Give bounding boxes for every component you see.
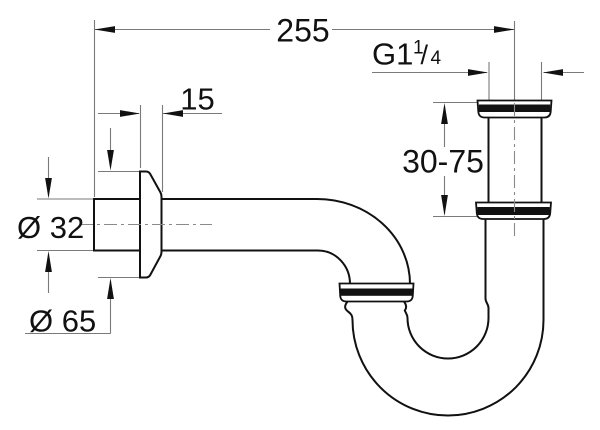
- arrow-15-left: [120, 110, 140, 117]
- label-flange-diameter: Ø 65: [29, 304, 96, 339]
- arrow-65-up: [107, 278, 114, 299]
- compression-nut-lower: [475, 201, 552, 220]
- label-overall-length: 255: [276, 13, 329, 49]
- center-lines: [80, 103, 516, 240]
- horizontal-pipe-top-wall: [161, 198, 411, 285]
- dimension-labels: 255 G1 1 / 4 15 30-75 Ø 32 Ø 65: [17, 13, 484, 339]
- arrow-32-up: [45, 251, 52, 272]
- label-thread-sub: 4: [431, 48, 442, 69]
- label-thread-slash: /: [421, 40, 429, 70]
- inlet-pipe: [93, 198, 140, 252]
- compression-nut-middle: [338, 282, 415, 303]
- label-height-range: 30-75: [402, 144, 484, 180]
- arrow-3075-up: [441, 103, 448, 124]
- arrow-thread-right: [543, 69, 563, 76]
- telescope-pipe: [487, 118, 543, 202]
- dimension-arrowheads: [45, 26, 563, 299]
- label-flange-depth: 15: [180, 82, 214, 117]
- part-outline: [93, 99, 553, 417]
- label-thread-sup: 1: [413, 38, 424, 59]
- label-pipe-diameter: Ø 32: [17, 210, 84, 245]
- label-thread-base: G1: [372, 37, 413, 72]
- arrow-32-down: [45, 178, 52, 199]
- horizontal-pipe: [161, 198, 411, 285]
- arrow-3075-down: [441, 195, 448, 216]
- nut-lower-band: [477, 207, 550, 215]
- arrow-15-right: [163, 110, 183, 117]
- u-bend-outer-wall: [344, 219, 545, 417]
- wall-flange: [139, 170, 163, 279]
- horizontal-pipe-bottom-wall: [161, 249, 351, 285]
- arrow-65-down: [107, 150, 114, 171]
- u-bend-inner-wall: [403, 219, 490, 360]
- arrow-255-left: [94, 26, 115, 33]
- trap-u-bend: [344, 219, 545, 417]
- nut-middle-band: [340, 288, 413, 296]
- arrow-255-right: [494, 26, 515, 33]
- dimension-lines: [25, 20, 584, 335]
- label-thread-size: G1 1 / 4: [372, 26, 442, 72]
- arrow-thread-left: [468, 69, 488, 76]
